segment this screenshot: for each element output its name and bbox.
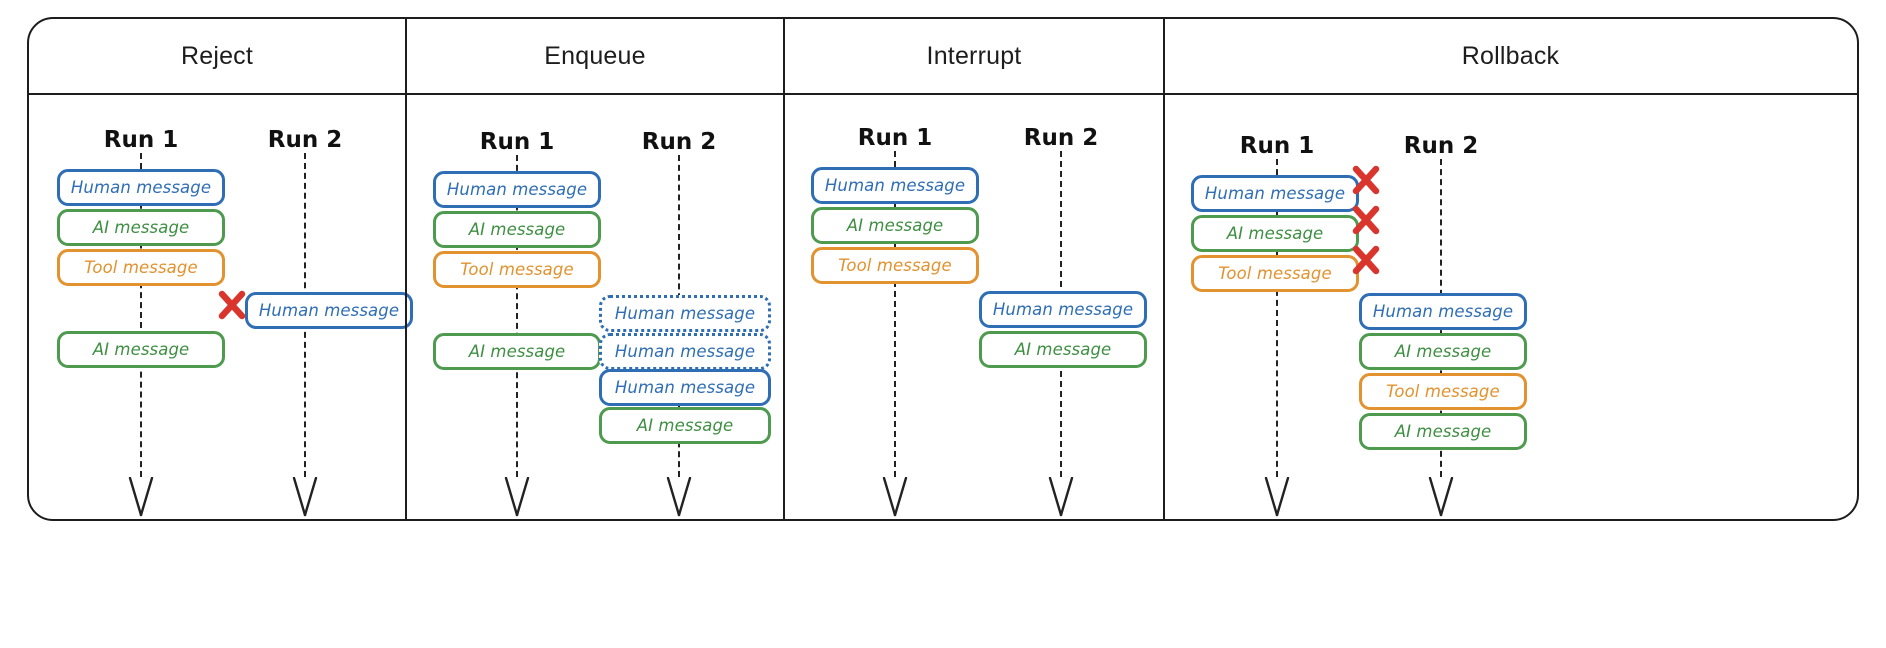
- message-chip-label: AI message: [1014, 340, 1112, 359]
- message-chip-human: Human message: [1359, 293, 1527, 330]
- red-x-icon: [1351, 205, 1381, 235]
- message-chip-label: Tool message: [838, 256, 952, 275]
- message-chip-label: Human message: [614, 304, 756, 323]
- message-chip-label: Human message: [1204, 184, 1346, 203]
- run-lane-interrupt-run1: Run 1: [745, 95, 1045, 520]
- message-chip-ai: AI message: [57, 331, 225, 368]
- message-chip-tool: Tool message: [811, 247, 979, 284]
- down-arrow-icon: [1427, 477, 1455, 517]
- down-arrow-icon: [1047, 477, 1075, 517]
- message-chip-label: AI message: [1394, 342, 1492, 361]
- diagram-frame: Reject Enqueue Interrupt Rollback Run 1 H…: [27, 17, 1859, 521]
- message-chip-human: Human message: [599, 369, 771, 406]
- message-chip-tool: Tool message: [1359, 373, 1527, 410]
- message-chip-label: Human message: [614, 378, 756, 397]
- red-x-icon: [1351, 165, 1381, 195]
- run-label: Run 1: [857, 125, 933, 151]
- run-label: Run 2: [1403, 133, 1479, 159]
- run-lane-enqueue-run1: Run 1: [367, 95, 667, 520]
- message-chip-human: Human message: [811, 167, 979, 204]
- panel-header-row: Reject Enqueue Interrupt Rollback: [29, 19, 1857, 95]
- run-label: Run 2: [267, 127, 343, 153]
- message-chip-human: Human message: [245, 292, 413, 329]
- message-chip-human: Human message: [599, 333, 771, 370]
- down-arrow-icon: [665, 477, 693, 517]
- message-chip-label: Human message: [824, 176, 966, 195]
- run-lane-reject-run1: Run 1: [0, 95, 291, 520]
- message-chip-human: Human message: [1191, 175, 1359, 212]
- message-chip-label: AI message: [636, 416, 734, 435]
- panel-header-enqueue: Enqueue: [405, 19, 783, 93]
- run-lane-rollback-run1: Run 1: [1127, 95, 1427, 520]
- down-arrow-icon: [881, 477, 909, 517]
- run-label: Run 1: [1239, 133, 1315, 159]
- down-arrow-icon: [127, 477, 155, 517]
- message-chip-label: Tool message: [1386, 382, 1500, 401]
- message-chip-label: AI message: [1226, 224, 1324, 243]
- run-label: Run 1: [103, 127, 179, 153]
- message-chip-tool: Tool message: [1191, 255, 1359, 292]
- message-chip-human: Human message: [979, 291, 1147, 328]
- message-chip-label: Tool message: [84, 258, 198, 277]
- message-chip-label: AI message: [92, 340, 190, 359]
- message-chip-human: Human message: [599, 295, 771, 332]
- run-lifeline: [894, 151, 898, 477]
- message-chip-label: AI message: [92, 218, 190, 237]
- message-chip-label: Human message: [258, 301, 400, 320]
- message-chip-ai: AI message: [433, 333, 601, 370]
- message-chip-ai: AI message: [57, 209, 225, 246]
- message-chip-label: Human message: [1372, 302, 1514, 321]
- message-chip-label: Human message: [992, 300, 1134, 319]
- message-chip-human: Human message: [57, 169, 225, 206]
- message-chip-tool: Tool message: [57, 249, 225, 286]
- message-chip-tool: Tool message: [433, 251, 601, 288]
- message-chip-ai: AI message: [599, 407, 771, 444]
- red-x-icon: [217, 290, 247, 320]
- run-label: Run 1: [479, 129, 555, 155]
- message-chip-label: AI message: [468, 342, 566, 361]
- red-x-icon: [1351, 245, 1381, 275]
- down-arrow-icon: [503, 477, 531, 517]
- run-label: Run 2: [641, 129, 717, 155]
- message-chip-ai: AI message: [1359, 333, 1527, 370]
- message-chip-label: AI message: [468, 220, 566, 239]
- message-chip-label: AI message: [1394, 422, 1492, 441]
- run-lifeline: [516, 155, 520, 477]
- run-lifeline: [1276, 159, 1280, 477]
- message-chip-label: Human message: [446, 180, 588, 199]
- message-chip-label: Tool message: [460, 260, 574, 279]
- run-lifeline: [140, 153, 144, 477]
- down-arrow-icon: [291, 477, 319, 517]
- message-chip-human: Human message: [433, 171, 601, 208]
- message-chip-label: AI message: [846, 216, 944, 235]
- message-chip-ai: AI message: [1191, 215, 1359, 252]
- message-chip-label: Tool message: [1218, 264, 1332, 283]
- down-arrow-icon: [1263, 477, 1291, 517]
- run-label: Run 2: [1023, 125, 1099, 151]
- message-chip-label: Human message: [70, 178, 212, 197]
- message-chip-ai: AI message: [433, 211, 601, 248]
- message-chip-ai: AI message: [979, 331, 1147, 368]
- message-chip-ai: AI message: [1359, 413, 1527, 450]
- message-chip-label: Human message: [614, 342, 756, 361]
- panel-header-reject: Reject: [180, 41, 254, 70]
- panel-header-rollback: Rollback: [1163, 19, 1856, 93]
- message-chip-ai: AI message: [811, 207, 979, 244]
- panel-header-interrupt: Interrupt: [783, 19, 1163, 93]
